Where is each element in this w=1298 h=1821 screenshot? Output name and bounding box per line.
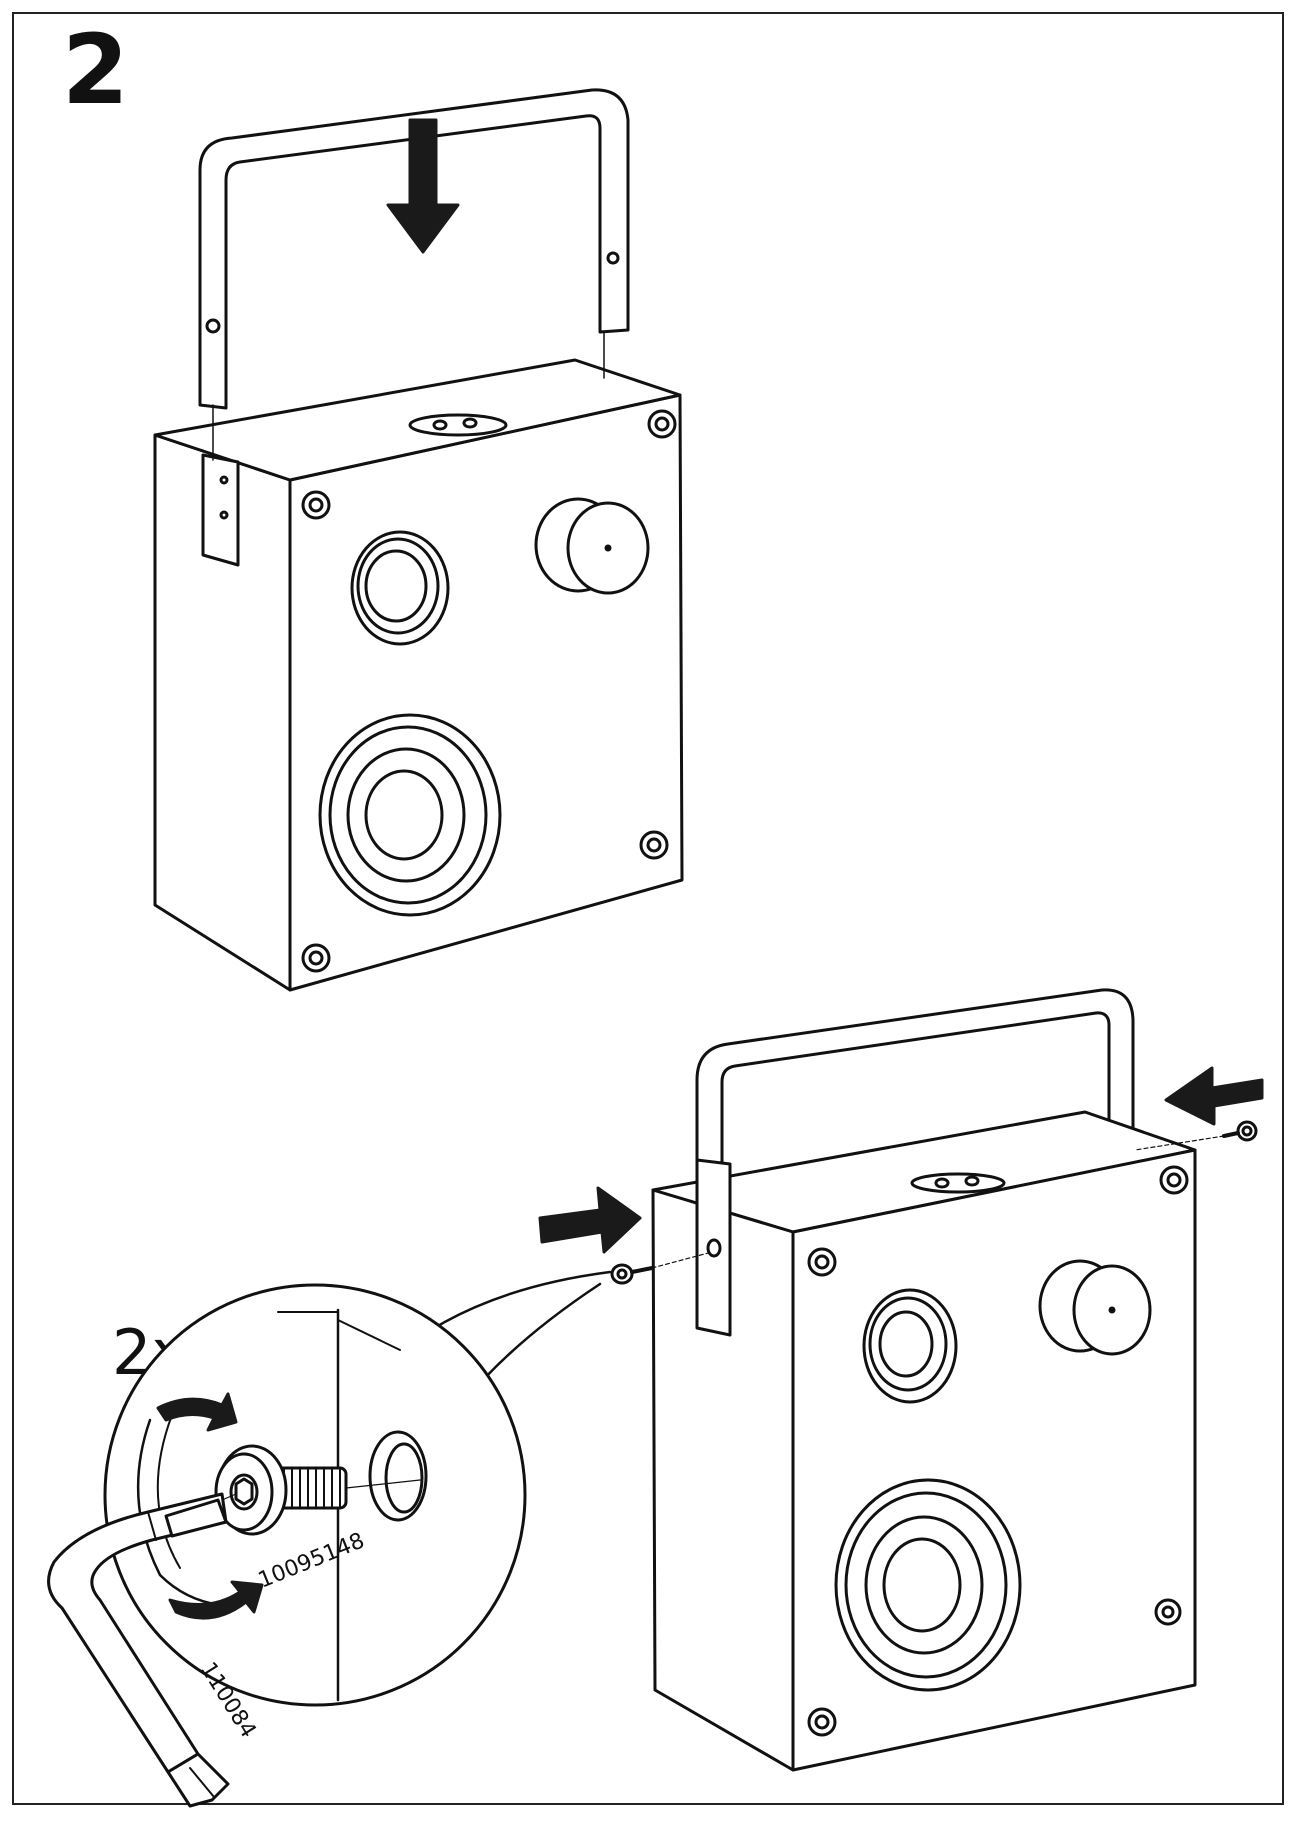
tweeter-icon <box>350 530 450 646</box>
side-bracket-icon <box>201 453 240 567</box>
step-number: 2 <box>62 14 129 126</box>
speaker-top <box>153 88 684 992</box>
instruction-frame <box>12 12 1284 1805</box>
top-slot-icon <box>408 413 508 437</box>
detail-callout: 10095148 110084 <box>47 1270 612 1808</box>
allen-key-icon <box>47 1492 237 1808</box>
top-slot-icon <box>910 1172 1006 1194</box>
knob-icon <box>1038 1259 1152 1356</box>
rotate-arrow-icon <box>156 1392 264 1620</box>
handle-leg-icon <box>695 1158 732 1337</box>
screw-icon <box>1159 1165 1189 1195</box>
screw-icon <box>301 943 331 973</box>
screw-icon <box>807 1707 837 1737</box>
knob-icon <box>534 497 650 595</box>
speaker-top-front <box>288 393 684 992</box>
left-arrow-icon <box>1164 1066 1264 1126</box>
screw-left-icon <box>610 1251 713 1285</box>
screw-icon <box>1154 1598 1182 1626</box>
screw-icon <box>647 409 677 439</box>
screw-icon <box>301 490 331 520</box>
handle-top-icon <box>198 88 630 461</box>
speaker-bottom <box>538 988 1264 1772</box>
screw-icon <box>807 1247 837 1277</box>
screw-icon <box>639 830 669 860</box>
tweeter-icon <box>862 1288 958 1404</box>
woofer-icon <box>318 713 502 917</box>
bolt-icon <box>214 1444 348 1536</box>
right-arrow-icon <box>538 1186 642 1254</box>
speaker-bottom-front <box>791 1148 1197 1772</box>
down-arrow-icon <box>386 118 460 254</box>
screw-right-icon <box>1134 1120 1258 1151</box>
woofer-icon <box>834 1478 1022 1692</box>
